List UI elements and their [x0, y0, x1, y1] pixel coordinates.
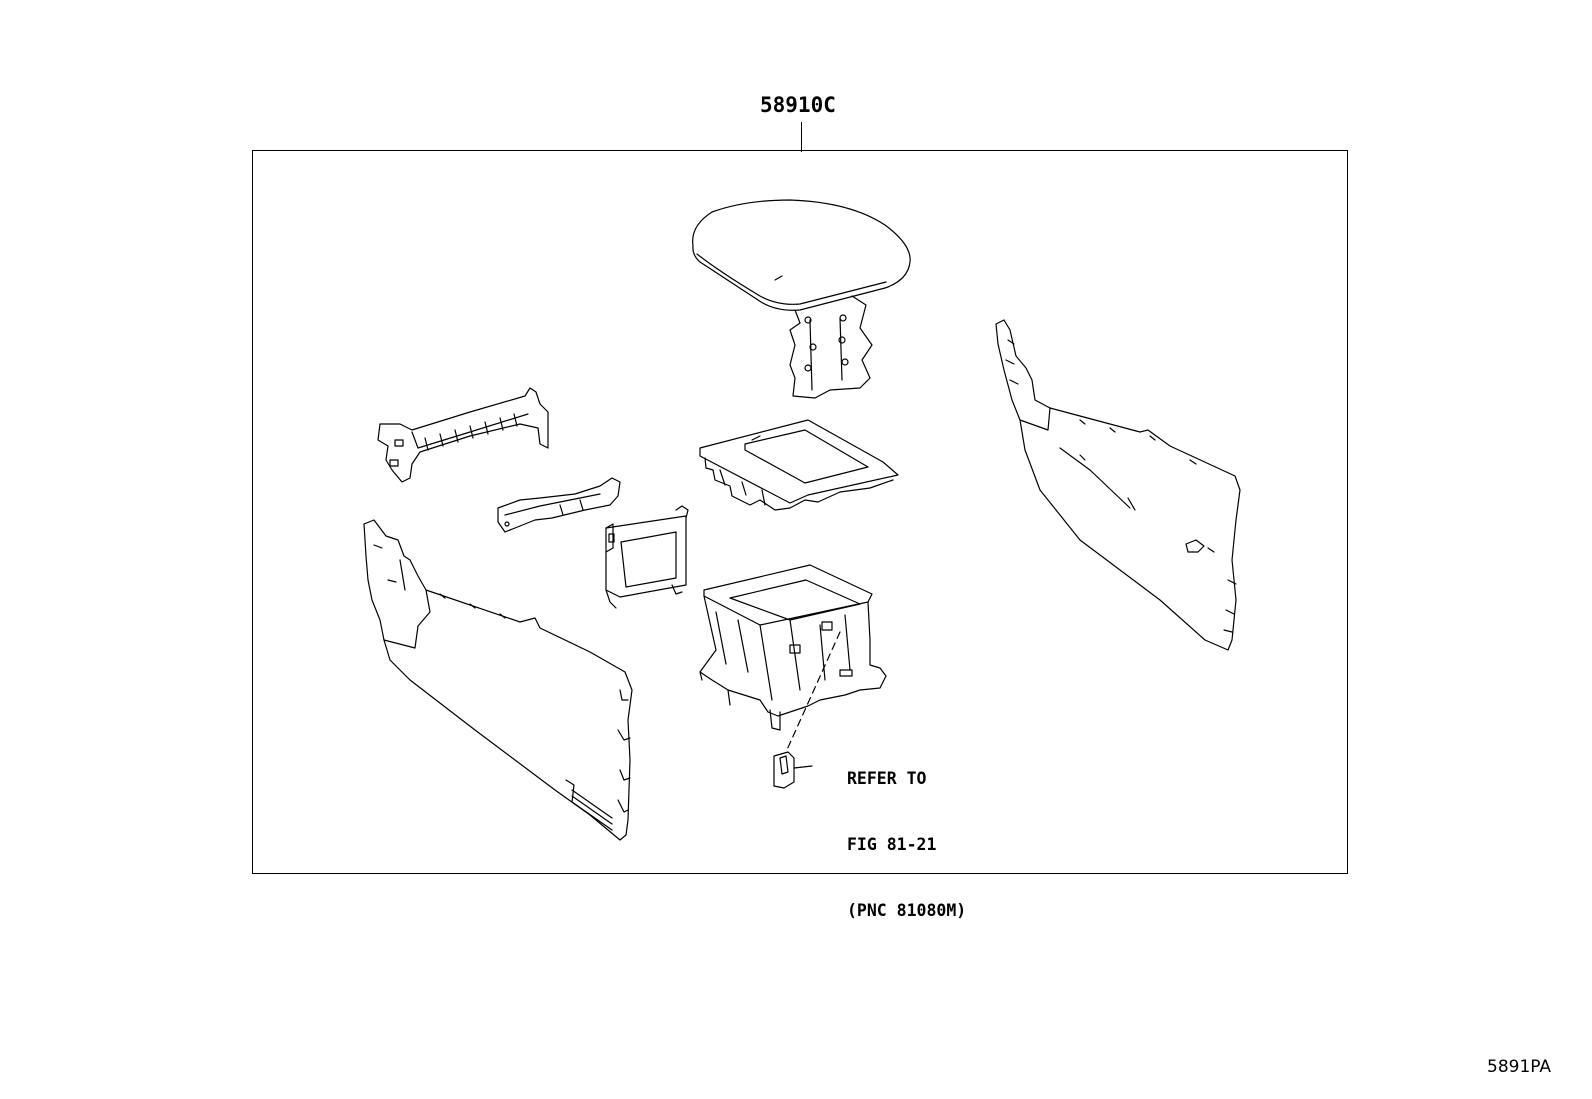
console-box-part — [699, 564, 887, 731]
assembly-leader-line — [801, 122, 802, 152]
refer-note-line2: FIG 81-21 — [847, 835, 937, 854]
assembly-frame — [252, 150, 1348, 874]
left-small-bracket-part — [497, 477, 621, 533]
refer-note: REFER TO FIG 81-21 (PNC 81080M) — [847, 724, 966, 944]
figure-id: 5891PA — [1487, 1057, 1552, 1077]
refer-note-line3: (PNC 81080M) — [847, 901, 967, 920]
left-upper-bracket-part — [377, 387, 549, 483]
assembly-part-number: 58910C — [760, 93, 836, 117]
console-upper-panel-part — [699, 419, 899, 511]
small-connector-part — [773, 751, 813, 789]
armrest-lid-part — [692, 199, 911, 399]
right-side-panel-part — [995, 319, 1241, 651]
console-small-frame-part — [605, 505, 689, 609]
left-side-panel-part — [363, 519, 633, 841]
note-dashed-leader — [785, 631, 841, 753]
refer-note-line1: REFER TO — [847, 769, 927, 788]
